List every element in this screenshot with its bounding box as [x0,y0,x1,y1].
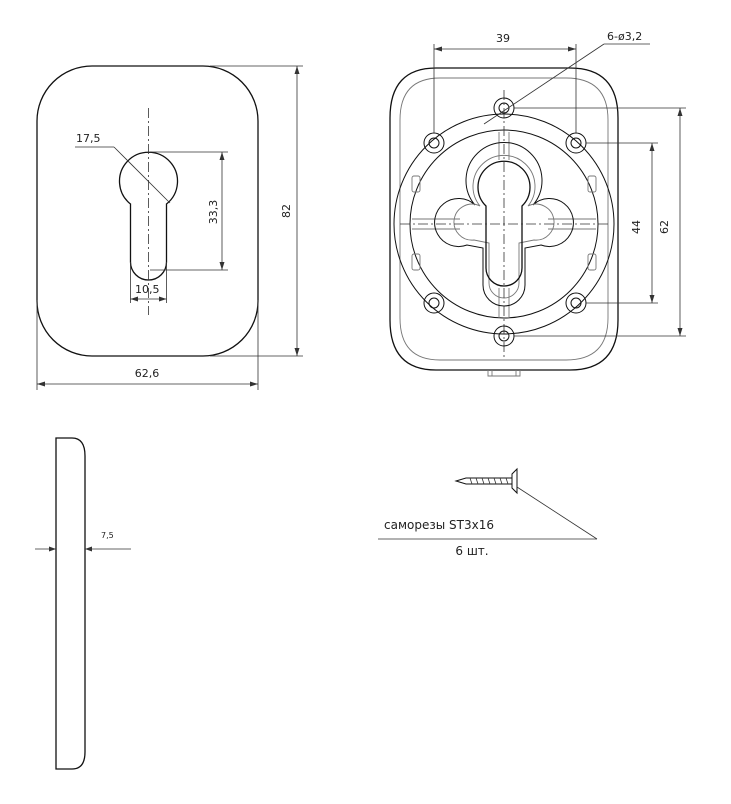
clover-inner [453,155,555,299]
screw-hole-inner [498,102,510,114]
screw-hole-inner [428,137,440,149]
screw-hole-inner [428,297,440,309]
screw-hole [565,292,587,314]
thickness-label: 7,5 [101,531,114,540]
back-keyhole [477,160,531,287]
screw-leader [516,486,598,540]
plate-outline [36,65,259,357]
slot-width-label: 10,5 [135,283,160,296]
side-profile [55,437,86,770]
body-outer [389,67,619,371]
screw-holes-label: 6-ø3,2 [607,30,642,43]
screw-hole-inner [570,137,582,149]
plate-height-label: 82 [280,204,293,218]
front-view: 17,5 33,3 10,5 82 62,6 [36,65,303,390]
screw-hole-inner [498,330,510,342]
screw-hole-inner [570,297,582,309]
body-inner-wall [399,77,609,361]
side-view: 7,5 [35,437,131,770]
screw-hole-leader [483,43,605,125]
screw-holes [423,97,587,347]
screw-hole [565,132,587,154]
plate-width-label: 62,6 [135,367,160,380]
keyhole-outline [118,151,179,281]
back-view: 39 6-ø3,2 44 62 [389,30,686,377]
screw-label: саморезы ST3x16 [384,518,494,532]
screw-hole [423,292,445,314]
diameter-label: 17,5 [76,132,101,145]
slot-height-label: 33,3 [207,200,220,225]
screw-hole [423,132,445,154]
inner-spacing-label: 44 [630,220,643,234]
screw-illustration: саморезы ST3x16 6 шт. [378,467,598,558]
screw-quantity: 6 шт. [455,544,488,558]
outer-spacing-label: 62 [658,220,671,234]
clover-outer [434,141,574,307]
hole-spacing-label: 39 [496,32,510,45]
